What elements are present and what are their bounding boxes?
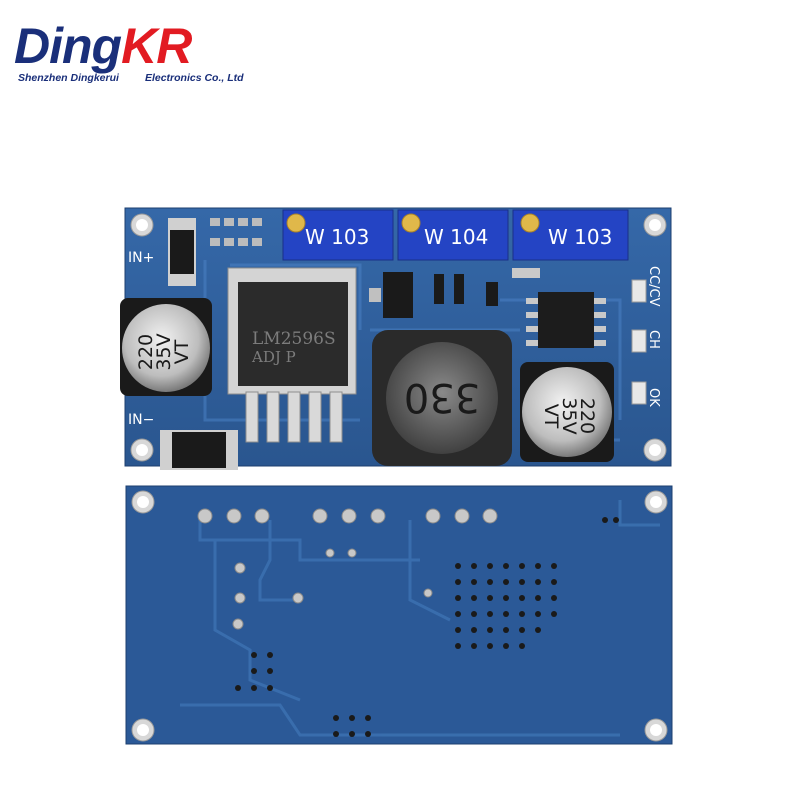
- opamp-chip: [526, 292, 606, 348]
- brand-subtitle-right: Electronics Co., Ltd: [144, 72, 244, 84]
- brand-name: DingKR: [14, 18, 192, 74]
- brand-subtitle-left: Shenzhen Dingkerui: [18, 72, 119, 84]
- via-grid: [235, 517, 619, 737]
- indicator-leds: [631, 279, 647, 405]
- regulator-legs: [245, 391, 343, 443]
- test-points: [232, 548, 433, 630]
- mounting-holes-bottom: [131, 490, 668, 742]
- potentiometer-3: W 103: [512, 209, 629, 261]
- inductor-value: 330: [404, 374, 480, 420]
- regulator-chip: LM2596S ADJ P: [227, 267, 357, 443]
- label-ch: CH: [646, 330, 661, 349]
- diode-bottom-left: [160, 430, 238, 470]
- capacitor-left-value: 220: [135, 334, 157, 370]
- mounting-holes-top: [130, 213, 667, 462]
- brand-logo: DingKR Shenzhen Dingkerui Electronics Co.…: [14, 18, 314, 88]
- capacitor-right-voltage: 35V: [558, 397, 580, 434]
- brand-name-accent: KR: [121, 18, 192, 74]
- resistor-array: [210, 218, 262, 246]
- smd-components: [434, 268, 540, 306]
- capacitor-right: 220 35V VT: [520, 362, 614, 462]
- diode-top-left: [168, 218, 196, 286]
- pcb-bottom: [125, 485, 673, 745]
- potentiometer-2-label: W 104: [424, 225, 488, 249]
- inductor: 330: [372, 330, 512, 466]
- pcb-top: W 103 W 104 W 103 IN+ IN− 220 35V VT: [120, 207, 672, 470]
- regulator-part-number: LM2596S: [252, 329, 336, 349]
- label-cc-cv: CC/CV: [646, 266, 661, 307]
- transistor: [369, 272, 413, 318]
- capacitor-left-series: VT: [171, 339, 193, 364]
- label-in-plus: IN+: [128, 250, 154, 266]
- potentiometer-1: W 103: [282, 209, 394, 261]
- capacitor-right-series: VT: [540, 404, 562, 429]
- capacitor-left-voltage: 35V: [153, 333, 175, 370]
- potentiometer-2: W 104: [397, 209, 509, 261]
- capacitor-left: 220 35V VT: [120, 298, 212, 396]
- solder-pads: [197, 508, 498, 524]
- capacitor-right-value: 220: [576, 398, 598, 434]
- regulator-suffix: ADJ P: [251, 348, 296, 366]
- label-ok: OK: [646, 388, 661, 407]
- potentiometer-1-label: W 103: [305, 225, 369, 249]
- brand-subtitle: Shenzhen Dingkerui Electronics Co., Ltd: [18, 72, 244, 84]
- potentiometer-3-label: W 103: [548, 225, 612, 249]
- brand-name-main: Ding: [14, 18, 122, 74]
- label-in-minus: IN−: [128, 412, 154, 428]
